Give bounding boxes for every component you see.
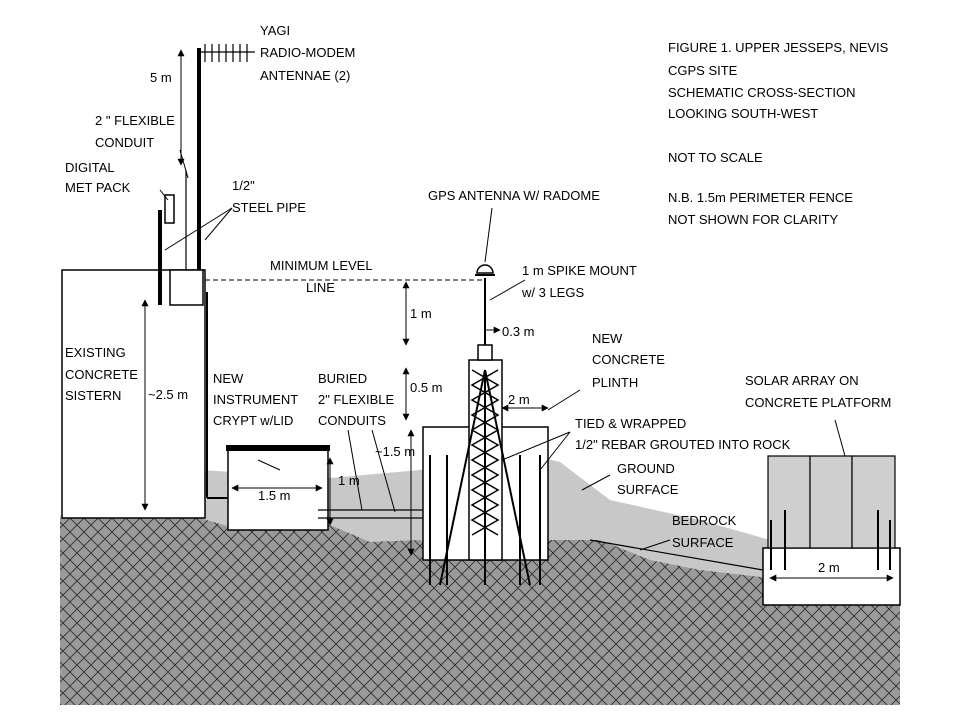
dim-label-sistern: ~2.5 m — [148, 387, 188, 402]
figure-title-line3: SCHEMATIC CROSS-SECTION — [668, 85, 856, 100]
gps-radome-icon — [476, 264, 494, 274]
label-ground-1: GROUND — [617, 461, 675, 476]
label-rebar-2: 1/2" REBAR GROUTED INTO ROCK — [575, 437, 791, 452]
label-sistern-3: SISTERN — [65, 388, 121, 403]
label-met-1: DIGITAL — [65, 160, 115, 175]
label-steel-2: STEEL PIPE — [232, 200, 306, 215]
dim-label-crypt-depth: 1 m — [338, 473, 360, 488]
label-sistern-1: EXISTING — [65, 345, 126, 360]
label-buried-3: CONDUITS — [318, 413, 386, 428]
label-minlevel-1: MINIMUM LEVEL — [270, 258, 373, 273]
leader-lines — [159, 149, 846, 551]
figure-title-line2: CGPS SITE — [668, 63, 738, 78]
nb-note-line1: N.B. 1.5m PERIMETER FENCE — [668, 190, 853, 205]
dim-label-spike-offset: 0.3 m — [502, 324, 535, 339]
label-sistern-2: CONCRETE — [65, 367, 138, 382]
figure-title-line4: LOOKING SOUTH-WEST — [668, 106, 818, 121]
dim-label-plinth-width: 2 m — [508, 392, 530, 407]
label-steel-1: 1/2" — [232, 178, 255, 193]
spike-base — [477, 344, 493, 361]
label-crypt-1: NEW — [213, 371, 244, 386]
label-bedrock-1: BEDROCK — [672, 513, 737, 528]
solar-panel-1 — [767, 455, 811, 549]
label-plinth-1: NEW — [592, 331, 623, 346]
mast-base — [169, 269, 204, 306]
label-crypt-3: CRYPT w/LID — [213, 413, 293, 428]
label-ground-2: SURFACE — [617, 482, 679, 497]
label-conduit-2: CONDUIT — [95, 135, 154, 150]
bedrock-layer — [60, 518, 900, 705]
label-yagi-1: YAGI — [260, 23, 290, 38]
label-rebar-1: TIED & WRAPPED — [575, 416, 686, 431]
label-buried-2: 2" FLEXIBLE — [318, 392, 394, 407]
solar-anchors — [770, 510, 891, 570]
existing-sistern — [61, 269, 206, 519]
label-spike-2: w/ 3 LEGS — [521, 285, 584, 300]
dim-label-plinth-depth: ~1.5 m — [375, 444, 415, 459]
dim-label-solar-width: 2 m — [818, 560, 840, 575]
nb-note-line2: NOT SHOWN FOR CLARITY — [668, 212, 839, 227]
crypt-lid — [226, 445, 330, 451]
solar-panel-3 — [851, 455, 896, 549]
label-plinth-2: CONCRETE — [592, 352, 665, 367]
power-conduit — [589, 539, 764, 571]
met-pack-box — [164, 194, 175, 224]
label-gps: GPS ANTENNA W/ RADOME — [428, 188, 600, 203]
rebar-rods — [429, 455, 541, 585]
solar-panel-2 — [809, 455, 853, 549]
label-yagi-2: RADIO-MODEM — [260, 45, 355, 60]
label-minlevel-2: LINE — [306, 280, 335, 295]
label-crypt-2: INSTRUMENT — [213, 392, 298, 407]
label-solar-1: SOLAR ARRAY ON — [745, 373, 859, 388]
label-plinth-3: PLINTH — [592, 375, 638, 390]
label-bedrock-2: SURFACE — [672, 535, 734, 550]
label-spike-1: 1 m SPIKE MOUNT — [522, 263, 637, 278]
dim-label-plinth-top: 0.5 m — [410, 380, 443, 395]
figure-title: FIGURE 1. UPPER JESSEPS, NEVIS — [668, 40, 889, 55]
dim-label-mast: 5 m — [150, 70, 172, 85]
label-yagi-3: ANTENNAE (2) — [260, 68, 350, 83]
scale-note: NOT TO SCALE — [668, 150, 763, 165]
yagi-antenna-icon — [199, 44, 255, 62]
label-met-2: MET PACK — [65, 180, 131, 195]
label-buried-1: BURIED — [318, 371, 367, 386]
label-solar-2: CONCRETE PLATFORM — [745, 395, 891, 410]
solar-platform — [762, 547, 901, 606]
dim-label-crypt-width: 1.5 m — [258, 488, 291, 503]
dim-label-spike: 1 m — [410, 306, 432, 321]
label-conduit-1: 2 " FLEXIBLE — [95, 113, 175, 128]
